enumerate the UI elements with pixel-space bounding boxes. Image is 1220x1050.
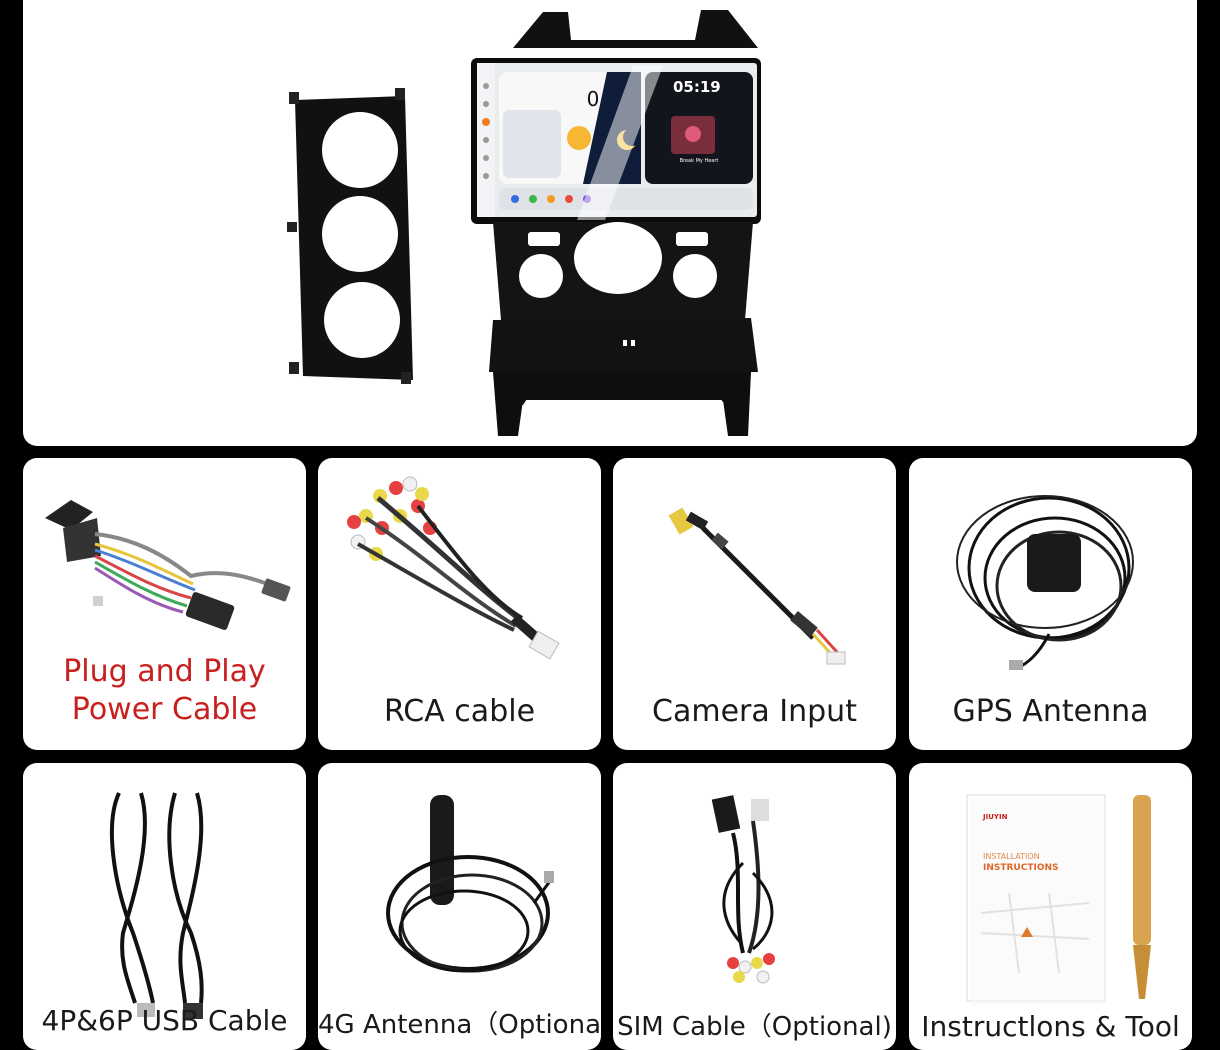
screen-speed: 0 (587, 87, 600, 111)
item-card-sim-cable[interactable]: SIM Cable（Optional) (613, 763, 896, 1050)
hero-product-panel: 0 05:19 Break My Heart (23, 0, 1197, 446)
item-card-camera-input[interactable]: Camera Input (613, 458, 896, 750)
manual-title-line2: INSTRUCTIONS (983, 863, 1059, 873)
camera-input-image (668, 507, 846, 665)
hero-illustration: 0 05:19 Break My Heart (287, 10, 761, 436)
instructions-tool-image: JIUYIN INSTALLATION INSTRUCTIONS (966, 794, 1151, 1005)
side-frame-image (287, 88, 413, 384)
4g-antenna-image (386, 795, 554, 973)
item-card-gps-antenna[interactable]: GPS Antenna (909, 458, 1192, 750)
usb-cable-image (110, 792, 204, 1019)
gps-antenna-caption: GPS Antenna (952, 694, 1149, 729)
sim-cable-caption: SIM Cable（Optional) (617, 1012, 892, 1042)
camera-input-caption: Camera Input (652, 694, 857, 729)
screen-track: Break My Heart (680, 158, 719, 164)
screen-clock: 05:19 (673, 78, 721, 96)
power-cable-caption-line2: Power Cable (71, 692, 258, 727)
usb-cable-caption: 4P&6P USB Cable (41, 1004, 288, 1037)
item-card-usb-cable[interactable]: 4P&6P USB Cable (23, 763, 306, 1050)
item-card-power-cable[interactable]: Plug and Play Power Cable (23, 458, 306, 750)
power-cable-image (45, 500, 291, 630)
head-unit-image: 0 05:19 Break My Heart (471, 10, 761, 436)
gps-antenna-image (956, 495, 1134, 670)
rca-cable-caption: RCA cable (383, 694, 536, 729)
rca-cable-image (347, 476, 560, 660)
instructions-tool-caption: Instructlons & Tool (921, 1010, 1180, 1043)
sim-cable-image (711, 795, 775, 984)
power-cable-caption-line1: Plug and Play (63, 654, 266, 689)
item-card-instructions-tool[interactable]: JIUYIN INSTALLATION INSTRUCTIONS Instruc… (909, 763, 1192, 1050)
4g-antenna-caption: 4G Antenna（Optional) (318, 1010, 601, 1040)
item-card-4g-antenna[interactable]: 4G Antenna（Optional) (318, 763, 601, 1050)
item-card-rca-cable[interactable]: RCA cable (318, 458, 601, 750)
manual-brand: JIUYIN (982, 813, 1008, 821)
manual-title-line1: INSTALLATION (983, 852, 1040, 861)
